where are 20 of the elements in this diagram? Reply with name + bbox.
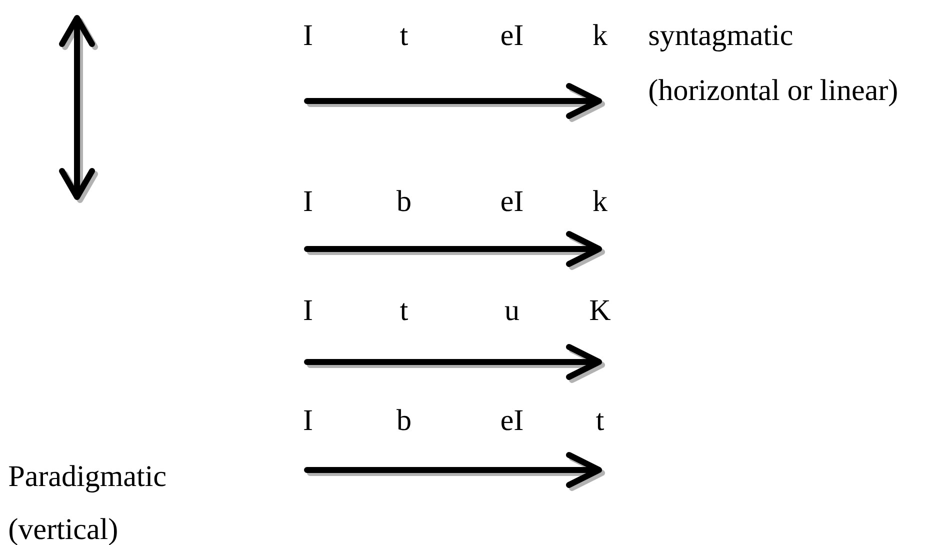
phoneme-letter: b [396, 409, 410, 430]
phoneme-letter: K [590, 300, 611, 320]
phoneme-letter: I [304, 410, 312, 430]
phoneme-letter: eI [502, 25, 523, 46]
axis-label: syntagmatic [649, 25, 792, 52]
phoneme-letter: I [304, 300, 312, 320]
phoneme-letter: k [593, 24, 608, 45]
phoneme-letter: t [400, 28, 408, 46]
phoneme-letter: I [304, 25, 312, 45]
phoneme-letter: eI [502, 410, 523, 430]
phoneme-letter: u [504, 306, 519, 320]
phoneme-letter: t [596, 413, 604, 430]
axis-label: (vertical) [10, 518, 117, 545]
phoneme-letter: t [400, 303, 408, 320]
phoneme-letter: b [396, 190, 410, 212]
phoneme-letter: k [593, 190, 608, 211]
axis-label: (horizontal or linear) [650, 79, 897, 106]
phoneme-letter: eI [502, 191, 523, 212]
phoneme-letter: I [304, 191, 312, 211]
axis-label: Paradigmatic [9, 465, 166, 492]
